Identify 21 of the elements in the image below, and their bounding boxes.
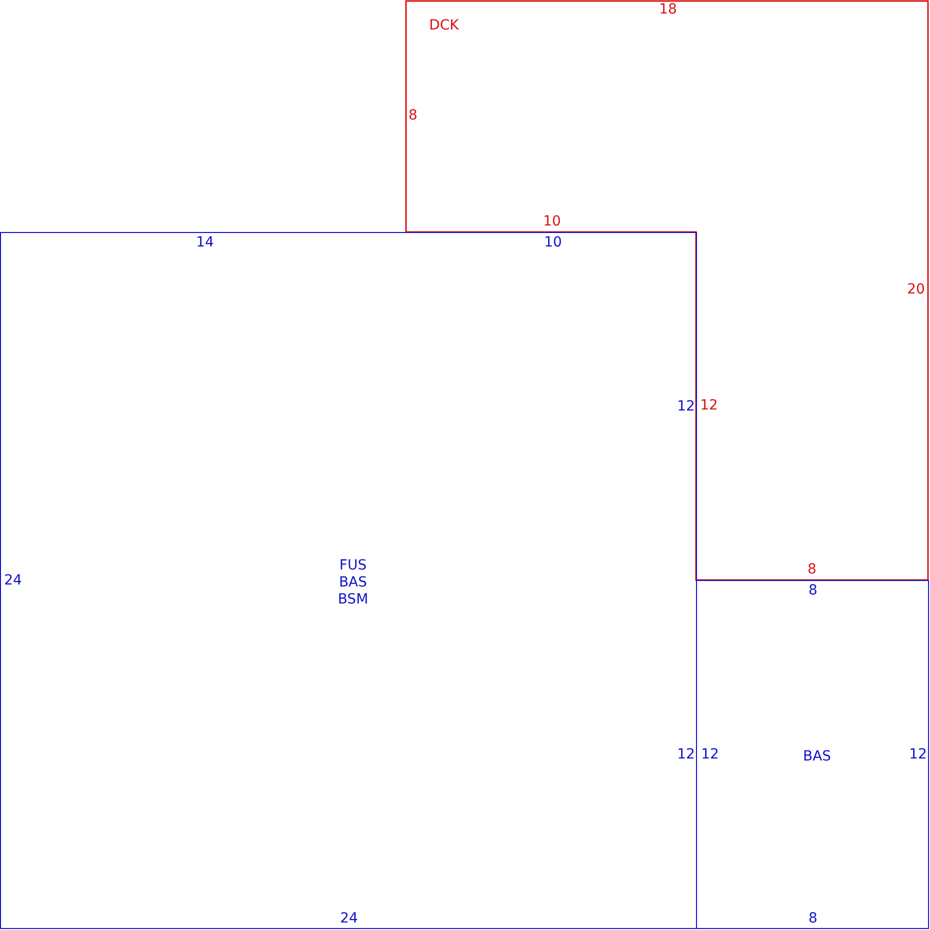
- dimension-label: 10: [543, 214, 561, 230]
- dimension-label: 18: [659, 2, 677, 18]
- dimension-label: 12: [700, 398, 718, 414]
- dimension-label: 8: [808, 562, 816, 578]
- dimension-label: 12: [909, 746, 927, 764]
- room-outline: [696, 580, 929, 929]
- room-label: BAS: [802, 748, 832, 766]
- dimension-label: 8: [808, 582, 818, 600]
- dimension-label: 14: [196, 234, 214, 252]
- dimension-label: 8: [808, 910, 818, 928]
- dimension-label: 24: [340, 910, 358, 928]
- dimension-label: 12: [701, 746, 719, 764]
- dimension-label: 20: [907, 282, 925, 298]
- dimension-label: 12: [677, 746, 695, 764]
- dimension-label: 10: [544, 234, 562, 252]
- room-outline: [0, 232, 697, 929]
- dimension-label: 12: [677, 398, 695, 416]
- room-label: DCK: [429, 18, 459, 34]
- dimension-label: 24: [4, 572, 22, 590]
- dimension-label: 8: [408, 108, 418, 124]
- room-label: FUS BAS BSM: [336, 558, 370, 608]
